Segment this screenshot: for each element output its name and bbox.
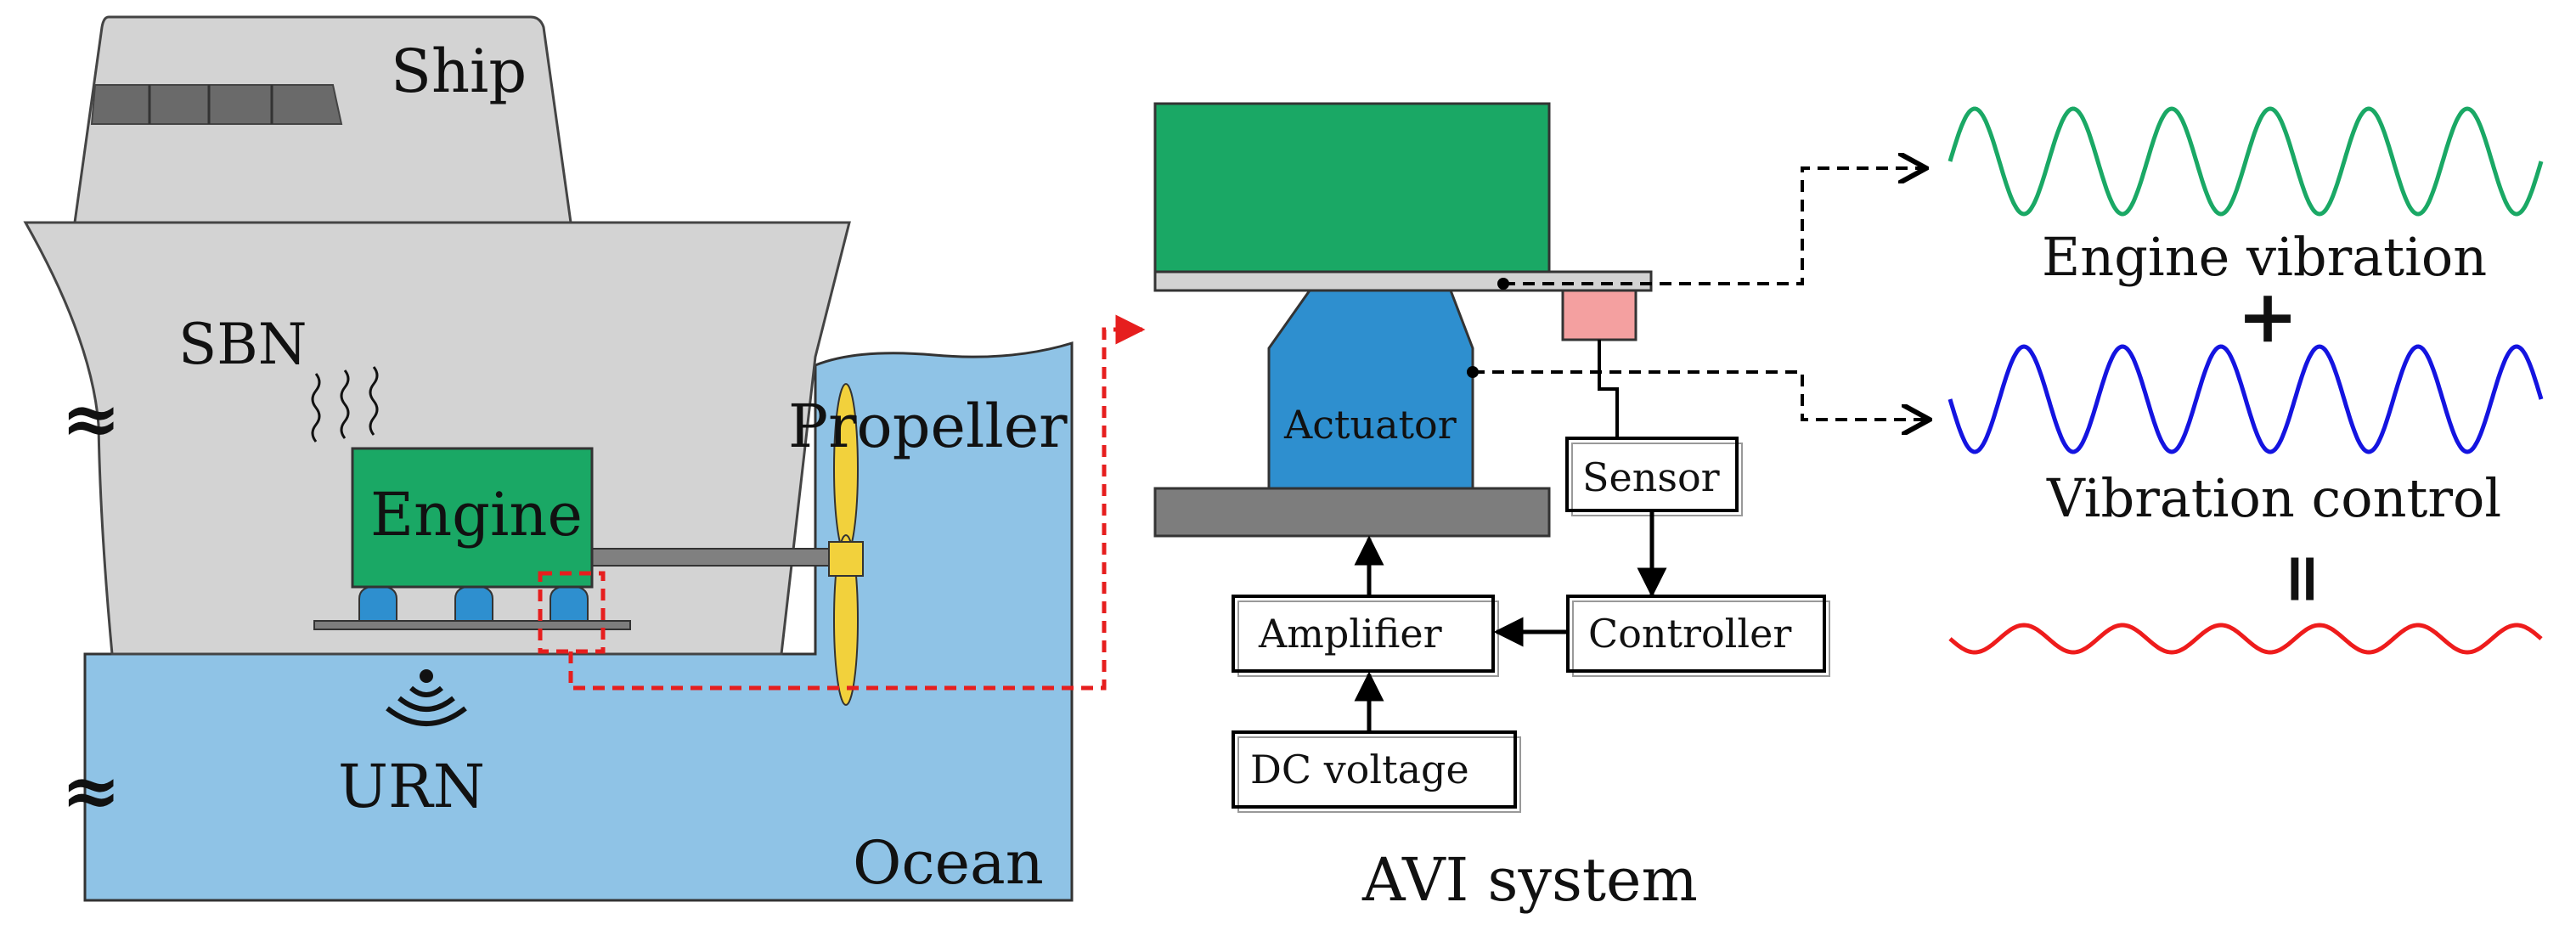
- equals-sign: =: [2265, 550, 2345, 607]
- avi-sensor-block: [1561, 289, 1637, 341]
- avi-engine-block: [1153, 102, 1551, 273]
- sensor-box: Sensor: [1565, 437, 1743, 516]
- ship-label: Ship: [391, 37, 527, 106]
- avi-actuator-block: [1267, 289, 1474, 490]
- ocean-area: [83, 341, 1074, 902]
- avi-system: Actuator Sensor Controller Amplifier DC …: [1153, 102, 1930, 915]
- urn-label: URN: [338, 752, 485, 821]
- engine-base-plate: [313, 620, 631, 630]
- propeller-shaft: [590, 548, 847, 567]
- sound-wave-icon: [386, 669, 467, 726]
- plus-sign: +: [2237, 273, 2298, 359]
- ocean-label: Ocean: [853, 828, 1044, 898]
- engine-label: Engine: [370, 480, 583, 550]
- sensor-wire: [1598, 340, 1619, 438]
- ship-illustration: ≈ ≈ Ship SBN Engine Propeller URN Ocean: [23, 15, 1146, 902]
- vibration-control-label: Vibration control: [2046, 467, 2501, 529]
- propeller: [828, 383, 864, 706]
- svg-text:Sensor: Sensor: [1582, 454, 1720, 500]
- result-wave: [1948, 623, 2543, 655]
- control-vibration-link: [1473, 370, 1930, 420]
- svg-text:DC voltage: DC voltage: [1250, 747, 1469, 792]
- actuator-label: Actuator: [1283, 402, 1457, 448]
- avi-base-plate: [1153, 487, 1551, 538]
- engine-vibration-label: Engine vibration: [2042, 226, 2487, 288]
- engine-vibration-wave: [1948, 106, 2544, 217]
- mount-callout-box: [538, 571, 606, 654]
- engine-vibration-link: [1503, 168, 1926, 285]
- vibration-waves: Engine vibration + Vibration control =: [1948, 106, 2544, 655]
- ship-hull: [23, 221, 851, 656]
- ship-engine: [351, 447, 594, 589]
- ship-windows: [90, 84, 343, 125]
- sbn-label: SBN: [178, 312, 307, 377]
- avi-system-label: AVI system: [1361, 845, 1698, 915]
- svg-text:Controller: Controller: [1588, 611, 1791, 657]
- dc-voltage-box: DC voltage: [1232, 730, 1521, 813]
- engine-mounts: [358, 584, 589, 622]
- amplifier-box: Amplifier: [1232, 595, 1499, 677]
- svg-text:Amplifier: Amplifier: [1258, 611, 1442, 657]
- approx-break-icon: ≈: [61, 376, 121, 460]
- vibration-control-wave: [1948, 344, 2544, 454]
- controller-box: Controller: [1566, 595, 1830, 677]
- approx-break-icon-lower: ≈: [61, 748, 121, 832]
- heat-wave-icon: [311, 366, 379, 443]
- callout-connector: [568, 314, 1146, 691]
- avi-top-plate: [1153, 270, 1653, 292]
- propeller-label: Propeller: [788, 392, 1068, 461]
